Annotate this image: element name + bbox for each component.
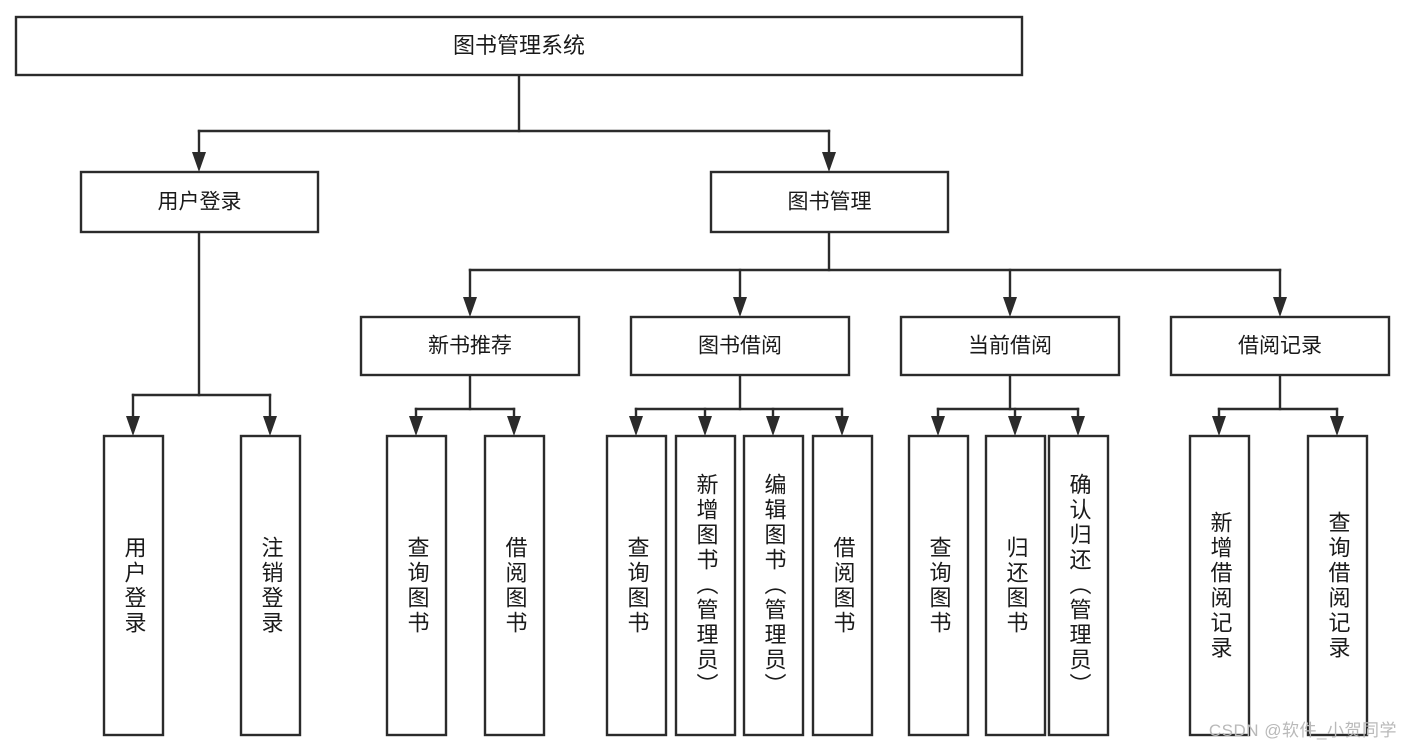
node-box-book-manage[interactable] (709, 170, 950, 234)
arrow-head-icon (629, 416, 643, 436)
node-label-root: 图书管理系统 (453, 33, 585, 58)
arrow-head-icon (733, 297, 747, 317)
node-label-book-manage: 图书管理 (788, 191, 872, 214)
node-box-new-book-recommend[interactable] (359, 315, 581, 377)
node-box-leaf-query-book-borrow[interactable] (605, 434, 668, 737)
arrow-head-icon (409, 416, 423, 436)
node-box-leaf-confirm-return[interactable] (1047, 434, 1110, 737)
arrow-head-icon (1008, 416, 1022, 436)
arrow-head-icon (835, 416, 849, 436)
arrow-head-icon (463, 297, 477, 317)
node-box-book-borrow[interactable] (629, 315, 851, 377)
node-label-user-login: 用户登录 (158, 191, 242, 214)
node-box-leaf-logout[interactable] (239, 434, 302, 737)
arrow-head-icon (1330, 416, 1344, 436)
arrow-head-icon (698, 416, 712, 436)
node-box-leaf-query-book-cur[interactable] (907, 434, 970, 737)
node-label-new-book-recommend: 新书推荐 (428, 335, 512, 358)
node-box-root[interactable] (14, 15, 1024, 77)
node-box-leaf-add-book[interactable] (674, 434, 737, 737)
arrow-head-icon (507, 416, 521, 436)
arrow-head-icon (192, 152, 206, 172)
watermark-text: CSDN @软件_小贺同学 (1208, 721, 1397, 740)
arrow-head-icon (1212, 416, 1226, 436)
node-box-borrow-record[interactable] (1169, 315, 1391, 377)
node-box-leaf-query-book-rec[interactable] (385, 434, 448, 737)
boxes-layer (14, 15, 1391, 737)
arrow-head-icon (1003, 297, 1017, 317)
node-box-leaf-add-record[interactable] (1188, 434, 1251, 737)
node-box-leaf-query-record[interactable] (1306, 434, 1369, 737)
arrow-head-icon (1071, 416, 1085, 436)
node-label-current-borrow: 当前借阅 (968, 335, 1052, 358)
node-box-leaf-user-login[interactable] (102, 434, 165, 737)
arrow-head-icon (1273, 297, 1287, 317)
node-box-leaf-borrow-book-rec[interactable] (483, 434, 546, 737)
arrow-head-icon (766, 416, 780, 436)
node-box-leaf-return-book[interactable] (984, 434, 1047, 737)
node-box-current-borrow[interactable] (899, 315, 1121, 377)
node-label-book-borrow: 图书借阅 (698, 335, 782, 358)
arrow-head-icon (931, 416, 945, 436)
node-box-leaf-edit-book[interactable] (742, 434, 805, 737)
node-box-leaf-borrow-book[interactable] (811, 434, 874, 737)
arrow-head-icon (822, 152, 836, 172)
connectors-layer (126, 73, 1344, 436)
node-box-user-login[interactable] (79, 170, 320, 234)
node-label-borrow-record: 借阅记录 (1238, 335, 1322, 358)
arrow-head-icon (263, 416, 277, 436)
arrow-head-icon (126, 416, 140, 436)
